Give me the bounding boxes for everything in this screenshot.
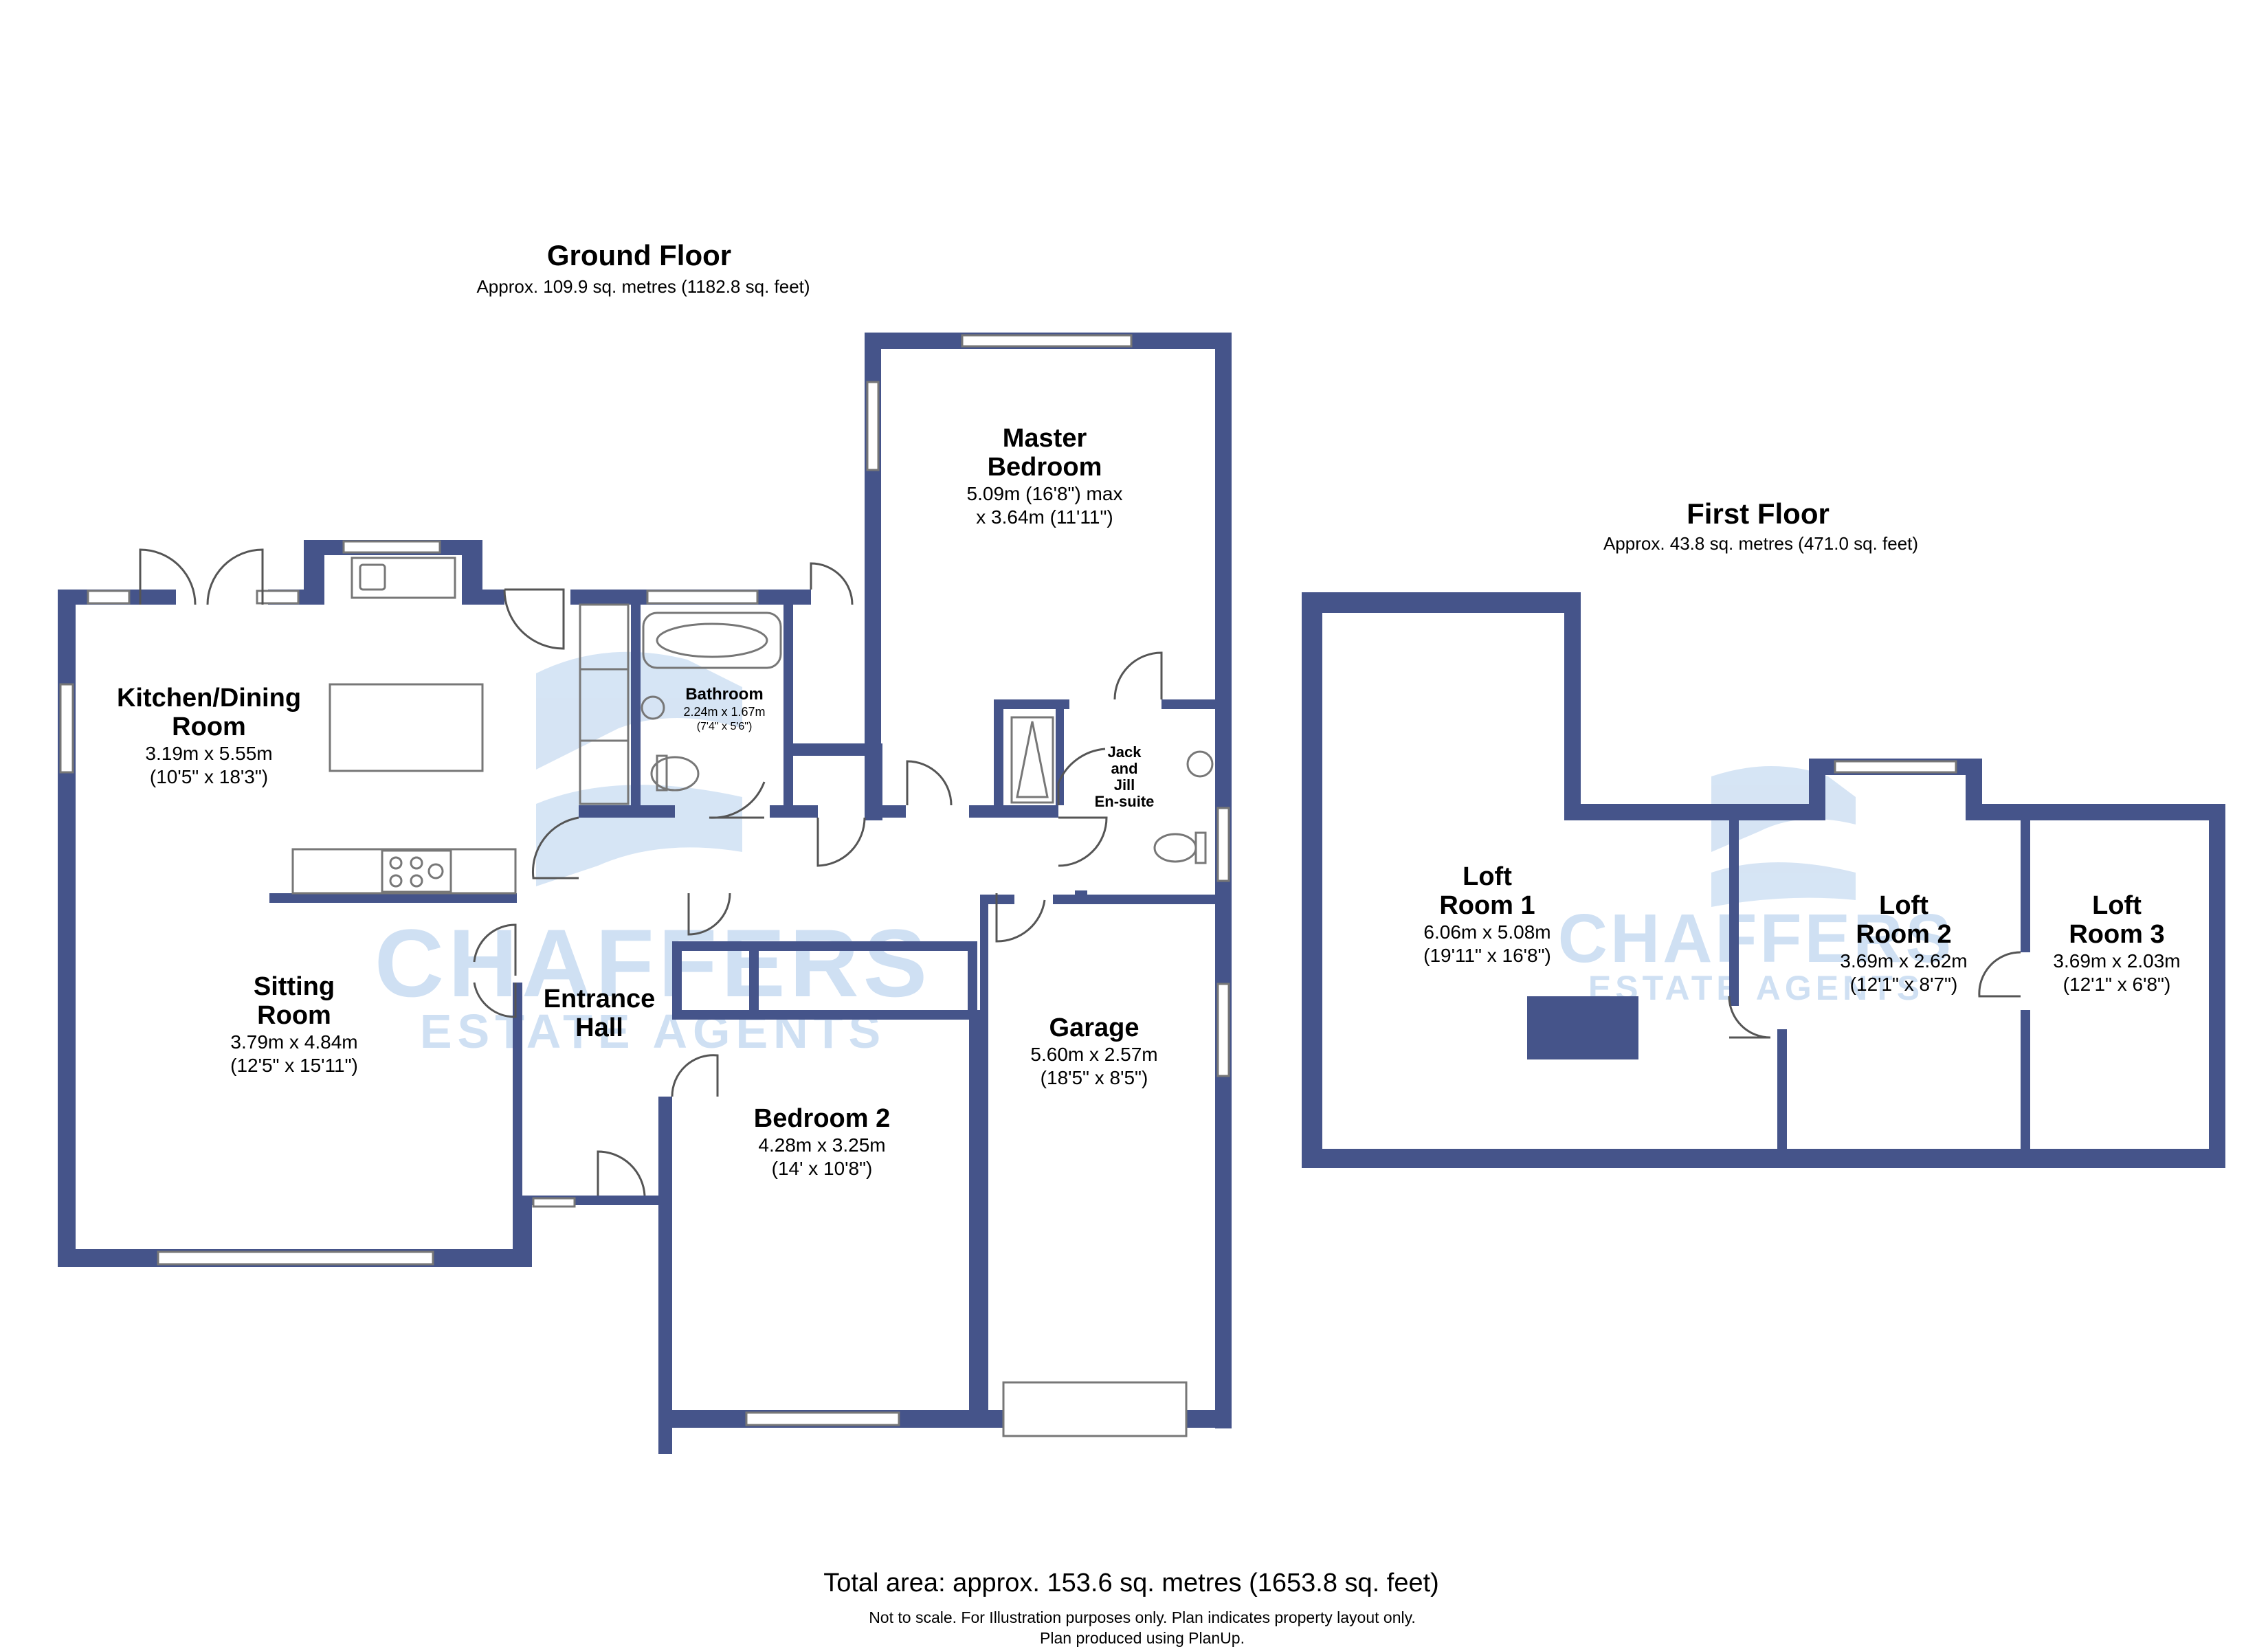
disclaimer: Not to scale. For Illustration purposes … [869,1608,1416,1626]
room-name: Room 3 [2069,920,2164,949]
room-dimensions: (14' x 10'8") [772,1158,873,1179]
room-dimensions: 3.79m x 4.84m [230,1031,357,1053]
room-dimensions: 2.24m x 1.67m [683,705,765,719]
sink-basin [359,563,386,591]
room-dimensions: (7'4" x 5'6") [697,721,753,732]
produced-by-note: Plan produced using PlanUp. [1040,1629,1245,1647]
room-name: Kitchen/Dining [117,684,301,713]
room-label-loft-room-1: Loft Room 1 6.06m x 5.08m (19'11" x 16'8… [1423,862,1551,966]
room-name: Bedroom 2 [754,1104,890,1133]
bath [642,612,782,669]
room-dimensions: 3.69m x 2.03m [2053,950,2180,972]
room-dimensions: 6.06m x 5.08m [1423,921,1550,943]
room-label-bathroom: Bathroom 2.24m x 1.67m (7'4" x 5'6") [683,685,765,732]
room-dimensions: 4.28m x 3.25m [758,1134,885,1156]
room-name: Bathroom [685,685,763,704]
room-dimensions: (12'1" x 8'7") [1850,974,1958,995]
first-floor-title: First Floor [1687,497,1830,530]
room-label-garage: Garage 5.60m x 2.57m (18'5" x 8'5") [1030,1013,1157,1088]
room-label-master-bedroom: Master Bedroom 5.09m (16'8") max x 3.64m… [967,424,1123,528]
room-name: Room [172,713,246,741]
room-label-entrance-hall: Entrance Hall [544,985,656,1042]
fixtures [291,557,1214,895]
room-name: Hall [575,1013,623,1042]
ground-floor-area: Approx. 109.9 sq. metres (1182.8 sq. fee… [476,276,810,297]
kitchen-island [329,683,484,772]
total-area: Total area: approx. 153.6 sq. metres (16… [823,1569,1439,1597]
room-dimensions: (10'5" x 18'3") [150,766,268,787]
room-name: Bedroom [988,453,1102,482]
room-name: Loft [1463,862,1512,891]
room-name: Loft [1879,891,1928,920]
room-dimensions: (12'5" x 15'11") [230,1055,358,1076]
watermark-text-first: CHAFFERS [1558,900,1954,977]
hob-counter [291,848,517,895]
windows [59,334,1957,1437]
room-name: Room [257,1001,331,1030]
room-dimensions: 3.69m x 2.62m [1840,950,1967,972]
room-name: Sitting [254,972,335,1001]
room-name: Garage [1049,1013,1139,1042]
bathroom-basin [641,695,665,720]
room-label-bedroom-2: Bedroom 2 4.28m x 3.25m (14' x 10'8") [754,1104,890,1179]
room-name: En-suite [1095,793,1155,810]
room-label-loft-room-2: Loft Room 2 3.69m x 2.62m (12'1" x 8'7") [1840,891,1967,995]
room-label-ensuite: Jack and Jill En-suite [1095,743,1155,810]
room-label-loft-room-3: Loft Room 3 3.69m x 2.03m (12'1" x 6'8") [2053,891,2180,995]
ground-floor-title: Ground Floor [547,239,731,271]
room-dimensions: 5.09m (16'8") max [967,483,1123,504]
ensuite-toilet [1153,833,1197,863]
room-name: Jill [1114,776,1135,794]
watermark-text-ground: CHAFFERS [375,909,931,1017]
room-name: Loft [2092,891,2142,920]
room-label-kitchen-dining: Kitchen/Dining Room 3.19m x 5.55m (10'5"… [117,684,301,787]
room-name: Jack [1108,743,1142,761]
ensuite-basin [1186,750,1214,778]
watermark-subtext-first: ESTATE AGENTS [1588,969,1924,1007]
doors [139,548,2021,1196]
kitchen-sink-unit [351,557,456,599]
room-dimensions: (19'11" x 16'8") [1423,945,1551,966]
room-name: Master [1003,424,1087,453]
room-dimensions: (18'5" x 8'5") [1041,1067,1148,1088]
bathroom-toilet [650,756,700,792]
room-name: Entrance [544,985,656,1013]
room-dimensions: 3.19m x 5.55m [145,743,272,764]
room-name: Room 2 [1856,920,1951,949]
hob [381,849,452,893]
worktop-column [579,603,630,805]
room-name: Room 1 [1439,891,1535,920]
first-floor-area: Approx. 43.8 sq. metres (471.0 sq. feet) [1603,533,1918,554]
room-dimensions: 5.60m x 2.57m [1030,1044,1157,1065]
room-dimensions: (12'1" x 6'8") [2063,974,2171,995]
room-label-sitting-room: Sitting Room 3.79m x 4.84m (12'5" x 15'1… [230,972,358,1076]
room-name: and [1111,760,1137,777]
room-dimensions: x 3.64m (11'11") [976,506,1113,528]
shower-tray [1010,716,1054,804]
first-floor-walls [1302,592,2225,1168]
